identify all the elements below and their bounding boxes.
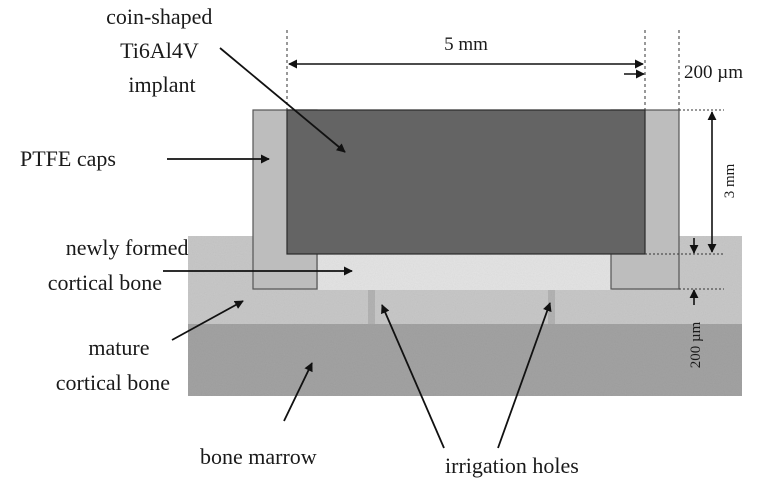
irrigation-leader-right — [497, 302, 552, 449]
height-dimension-label: 3 mm — [722, 163, 738, 198]
implant-label: coin-shaped Ti6Al4V implant — [106, 4, 218, 97]
gap-dimension-label: 200 µm — [684, 62, 743, 83]
bone-marrow-label: bone marrow — [200, 444, 317, 469]
implant-label-line3: implant — [128, 72, 195, 97]
new-bone-label: newly formed cortical bone — [48, 235, 194, 295]
implant-label-line1: coin-shaped — [106, 4, 212, 29]
new-bone-label-line2: cortical bone — [48, 270, 162, 295]
ptfe-caps-label: PTFE caps — [20, 146, 116, 171]
new-bone-label-line1: newly formed — [66, 235, 189, 260]
implant-label-line2: Ti6Al4V — [120, 38, 199, 63]
mature-bone-label: mature cortical bone — [56, 335, 170, 395]
width-dimension-label: 5 mm — [444, 34, 488, 55]
layer-dimension-label: 200 µm — [688, 321, 704, 368]
mature-bone-label-line2: cortical bone — [56, 370, 170, 395]
leader-arrows — [163, 47, 552, 449]
marrow-leader-arrow — [283, 362, 313, 422]
irrigation-hole-left — [368, 290, 375, 324]
irrigation-leader-left — [381, 304, 445, 449]
mature-bone-label-line1: mature — [88, 335, 149, 360]
mature-bone-leader-arrow — [171, 300, 244, 341]
implant-leader-arrow — [219, 47, 346, 153]
irrigation-holes-label: irrigation holes — [445, 453, 579, 478]
titanium-implant — [286, 109, 646, 255]
bone-marrow-layer — [188, 324, 742, 396]
newly-formed-bone-layer — [318, 254, 612, 290]
dimension-arrows — [288, 59, 717, 305]
dimension-guides — [286, 30, 724, 290]
